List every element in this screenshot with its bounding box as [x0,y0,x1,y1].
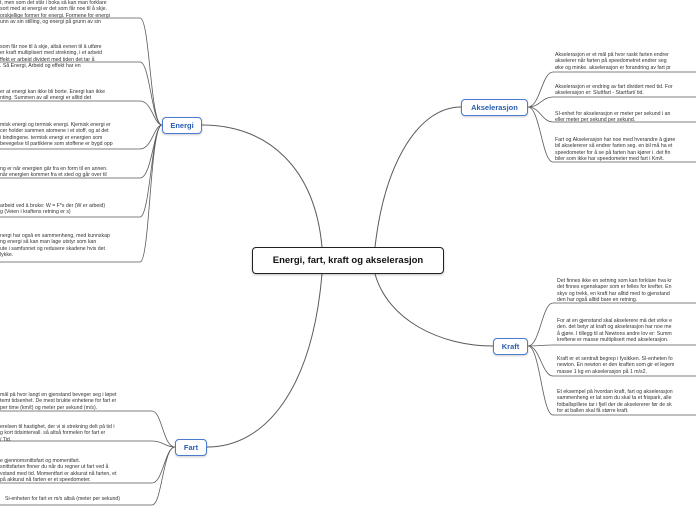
energi-note-3[interactable]: er at energi kan ikke bli borte. Energi … [0,89,105,102]
energi-note-7[interactable]: nergi har også en sammenheng, med kunnsk… [0,233,110,259]
connector-center-akselerasjon [374,106,462,248]
kraft-note-2[interactable]: For at en gjenstand skal akselerere må d… [557,318,673,344]
energi-note-1[interactable]: t, men som det står i boka så kan man fo… [0,0,110,26]
energi-note-4[interactable]: misk energi og termisk energi. Kjemisk e… [0,122,113,148]
akselerasjon-branches [527,71,696,163]
fart-branches [0,410,176,506]
fart-note-2[interactable]: erelsen til hastighet, der vi si strekni… [0,424,115,443]
topic-kraft[interactable]: Kraft [493,338,528,355]
connector-center-fart [206,273,323,448]
topic-fart[interactable]: Fart [175,439,207,456]
fart-note-4[interactable]: Si-enheten for fart er m/s altså (meter … [5,496,121,502]
connector-center-energi [201,124,323,248]
topic-akselerasjon[interactable]: Akselerasjon [461,99,528,116]
akselerasjon-note-4[interactable]: Fart og Akselerasjon har noe med hverand… [555,137,676,163]
akselerasjon-note-2[interactable]: Akselerasjon er endring av fart dividert… [555,84,673,97]
fart-note-3[interactable]: e gjennomsnittsfart og momentfart.snitts… [0,458,117,484]
energi-note-2[interactable]: som får noe til å skje, altså evnen til … [0,44,103,70]
fart-note-1[interactable]: mål på hvor langt en gjenstand beveger s… [0,392,117,411]
energi-note-5[interactable]: ng er når energien går fra en form til e… [0,166,108,179]
akselerasjon-note-3[interactable]: SI-enhet for akselerasjon er meter per s… [555,111,671,124]
central-topic[interactable]: Energi, fart, kraft og akselerasjon [252,247,444,274]
topic-energi[interactable]: Energi [162,117,202,134]
kraft-note-3[interactable]: Kraft er et sentralt begrep i fysikken. … [557,356,675,375]
connector-center-kraft [374,273,494,347]
energi-note-6[interactable]: arbeid ved å bruke: W = F*s der (W er ar… [0,203,106,216]
kraft-note-4[interactable]: Et eksempel på hvordan kraft, fart og ak… [557,389,673,415]
kraft-note-1[interactable]: Det finnes ikke en setning som kan forkl… [557,278,672,304]
kraft-branches [527,302,696,416]
akselerasjon-note-1[interactable]: Akselerasjon er et mål på hvor raskt far… [555,52,671,71]
